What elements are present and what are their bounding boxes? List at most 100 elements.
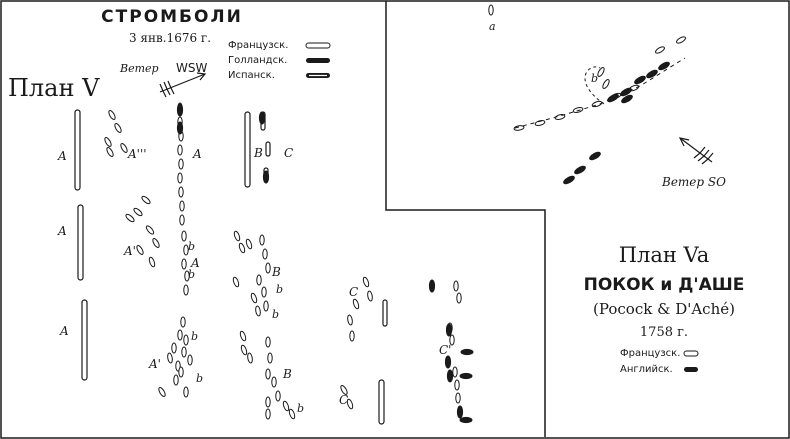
ship-hollow (145, 225, 155, 235)
title-stromboli: СТРОМБОЛИ (101, 7, 243, 27)
ship-hollow (177, 329, 183, 341)
ship-hollow (238, 242, 246, 254)
pocock-dashed-track (514, 57, 686, 129)
letter-a1: A' (148, 357, 161, 371)
ship-hollow (125, 213, 135, 223)
ship-filled (459, 416, 473, 424)
left-plan-letters: A A A A''' A A'' A A' b b b b b b b B B … (57, 146, 451, 415)
ship-hollow (179, 214, 185, 226)
ship-hollow (452, 366, 458, 378)
wind-label-left: Ветер (119, 62, 159, 75)
ship-filled (589, 151, 601, 161)
ship-filled (262, 170, 270, 184)
ship-hollow (534, 120, 546, 126)
ship-hollow (181, 258, 187, 270)
letter-b-2: b (188, 268, 195, 281)
ship-hollow (676, 36, 686, 44)
letter-a-3: A (59, 324, 69, 338)
ship-hollow (265, 408, 271, 420)
ship-hollow (245, 238, 253, 250)
ship-filled (563, 175, 575, 185)
wind-label-right: Ветер SO (661, 175, 726, 189)
letter-a-mid: A (192, 147, 202, 161)
wind-direction: WSW (176, 61, 207, 75)
ship-hollow (282, 400, 290, 412)
ship-hollow (261, 286, 267, 298)
legend-french-label: Французск. (228, 40, 288, 51)
ship-hollow (239, 330, 247, 342)
small-ships-dutch (176, 61, 670, 424)
ship-hollow (171, 342, 177, 354)
ship-hollow (265, 262, 271, 274)
legend-spanish-label: Испанск. (228, 70, 275, 81)
ship-hollow (141, 195, 151, 205)
ship-hollow (275, 390, 281, 402)
letter-c-2: C (349, 285, 358, 299)
ship-hollow (453, 280, 459, 292)
letter-small-b: b (591, 72, 598, 85)
ship-filled (428, 279, 436, 293)
ship-hollow (183, 244, 189, 256)
plan-va-label: План Va (619, 243, 710, 267)
letter-b-3: b (191, 330, 198, 343)
ship-filled (258, 111, 266, 125)
ship-hollow (259, 234, 265, 246)
ship-hollow (602, 79, 610, 89)
ship-hollow (173, 374, 179, 386)
ship-hollow (167, 352, 173, 364)
legend-right-french-ship (683, 350, 699, 357)
ship-filled (176, 103, 184, 117)
ship-hollow (114, 123, 122, 133)
ship-hollow (513, 125, 525, 131)
ship-hollow (108, 110, 116, 120)
plan-va-year: 1758 г. (640, 325, 688, 340)
letter-big-b-2: B (271, 265, 281, 279)
ship-hollow (262, 248, 268, 260)
ship-hollow (177, 144, 183, 156)
letter-c-3: C (339, 393, 348, 407)
ship-hollow (133, 207, 143, 217)
ship-hollow (106, 147, 114, 157)
ship-hollow (240, 344, 248, 356)
ship-hollow (346, 398, 354, 410)
legend-right-english-label: Английск. (620, 364, 673, 375)
ship-hollow (572, 107, 584, 113)
wind-arrow-right (678, 137, 714, 165)
ship-hollow (184, 270, 190, 282)
letter-small-a: a (489, 20, 496, 33)
legend-dutch-label: Голландск. (228, 55, 287, 66)
plan-va-subtitle: (Pocock & D'Aché) (593, 300, 735, 318)
ship-hollow (180, 316, 186, 328)
line-ships-a (74, 109, 388, 425)
ship-hollow (455, 392, 461, 404)
ship-filled (634, 75, 646, 85)
ship-hollow (136, 245, 144, 255)
ship-hollow (181, 230, 187, 242)
ship-hollow (367, 290, 373, 302)
ship-hollow (271, 376, 277, 388)
letter-b-7: b (297, 402, 304, 415)
letter-c1: C' (439, 343, 451, 357)
letter-b-5: b (276, 283, 283, 296)
ship-hollow (265, 336, 271, 348)
ship-hollow (250, 292, 258, 304)
ship-hollow (233, 230, 241, 242)
ship-hollow (454, 379, 460, 391)
ship-hollow (263, 300, 269, 312)
ship-filled (444, 355, 452, 369)
ship-hollow (152, 238, 160, 248)
wind-arrow-left (159, 72, 207, 98)
ship-hollow (148, 256, 156, 268)
ship-hollow (267, 352, 273, 364)
letter-big-b-1: B (253, 146, 263, 160)
ship-hollow (449, 334, 455, 346)
legend-dutch-ship (306, 58, 330, 63)
ship-hollow (183, 284, 189, 296)
ship-filled (460, 348, 474, 356)
ship-hollow (655, 46, 665, 54)
ship-hollow (178, 366, 184, 378)
plan-v-label: План V (8, 74, 100, 102)
ship-hollow (178, 186, 184, 198)
